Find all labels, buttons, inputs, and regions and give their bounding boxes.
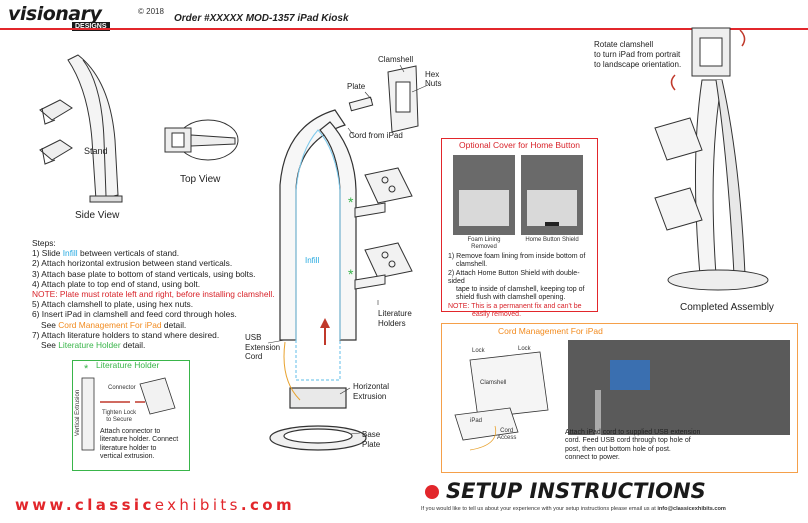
lit-connector: Connector [108,385,136,391]
literature-holder-parts [354,167,413,290]
cord-mgmt-text: Attach iPad cord to supplied USB extensi… [565,429,701,462]
label-infill: Infill [305,256,320,265]
cord-lock-2: Lock [518,346,531,352]
footer-logo-icon [425,485,439,499]
brand-logo: visionary [8,3,102,25]
step-5: 5) Attach clamshell to plate, using hex … [32,299,194,310]
setup-instructions-title: SETUP INSTRUCTIONS [446,479,706,503]
cord-clamshell: Clamshell [480,380,507,386]
cord-ipad: iPad [470,418,483,424]
home-button-panel [441,138,598,312]
copyright: © 2018 [138,7,164,16]
clamshell-part [348,65,419,133]
step-6: 6) Insert iPad in clamshell and feed cor… [32,309,237,320]
callout-cord-from-ipad: Cord from iPad [349,131,403,140]
literature-holder-sketch [81,377,176,451]
svg-text:*: * [348,194,354,210]
svg-text:*: * [348,266,354,282]
step-6-see: See Cord Management For iPad detail. [41,319,187,330]
label-completed-assembly: Completed Assembly [680,302,774,313]
side-view-stand [39,54,123,203]
label-top-view: Top View [180,174,221,185]
home-shield-label: Home Button Shield [525,237,579,243]
home-button-title: Optional Cover for Home Button [459,140,580,150]
header-divider [0,28,808,30]
feedback-note: If you would like to tell us about your … [421,506,726,512]
step-7: 7) Attach literature holders to stand wh… [32,329,220,340]
completed-assembly [654,27,769,291]
step-4: 4) Attach plate to top end of stand, usi… [32,278,201,289]
literature-holder-title: Literature Holder [96,360,160,370]
photo-cord-mgmt [568,340,790,435]
top-view [164,119,239,161]
steps-heading: Steps: [32,238,56,248]
lit-vertical-extrusion: Vertical Extrusion [75,389,82,437]
cord-mgmt-sketch [454,351,549,451]
cord-mgmt-title: Cord Management For iPad [498,326,603,336]
cord-mgmt-panel [441,323,798,473]
step-7-see: See Literature Holder detail. [41,340,146,351]
cord-lock-1: Lock [472,348,485,354]
main-arch [269,109,367,451]
literature-holder-panel [72,360,190,471]
callout-clamshell: Clamshell [378,55,414,64]
step-3: 3) Attach base plate to bottom of stand … [32,268,256,279]
label-side-view: Side View [75,210,120,221]
order-title: Order #XXXXX MOD-1357 iPad Kiosk [174,13,349,24]
step-note: NOTE: Plate must rotate left and right, … [32,289,275,300]
step-1: 1) Slide Infill between verticals of sta… [32,248,180,259]
label-stand: Stand [84,146,108,156]
footer-url: www.classicexhibits.com [15,496,296,514]
step-2: 2) Attach horizontal extrusion between s… [32,258,233,269]
callout-plate: Plate [347,82,366,91]
literature-text: Attach connector to literature holder. C… [100,428,179,461]
steps-list: Steps: 1) Slide Infill between verticals… [32,238,302,350]
rotate-note: Rotate clamshell to turn iPad from portr… [594,40,682,69]
home-button-instructions: 1) Remove foam lining from inside bottom… [448,253,586,319]
brand-sub: DESIGNS [72,22,110,31]
svg-text:*: * [84,363,89,375]
